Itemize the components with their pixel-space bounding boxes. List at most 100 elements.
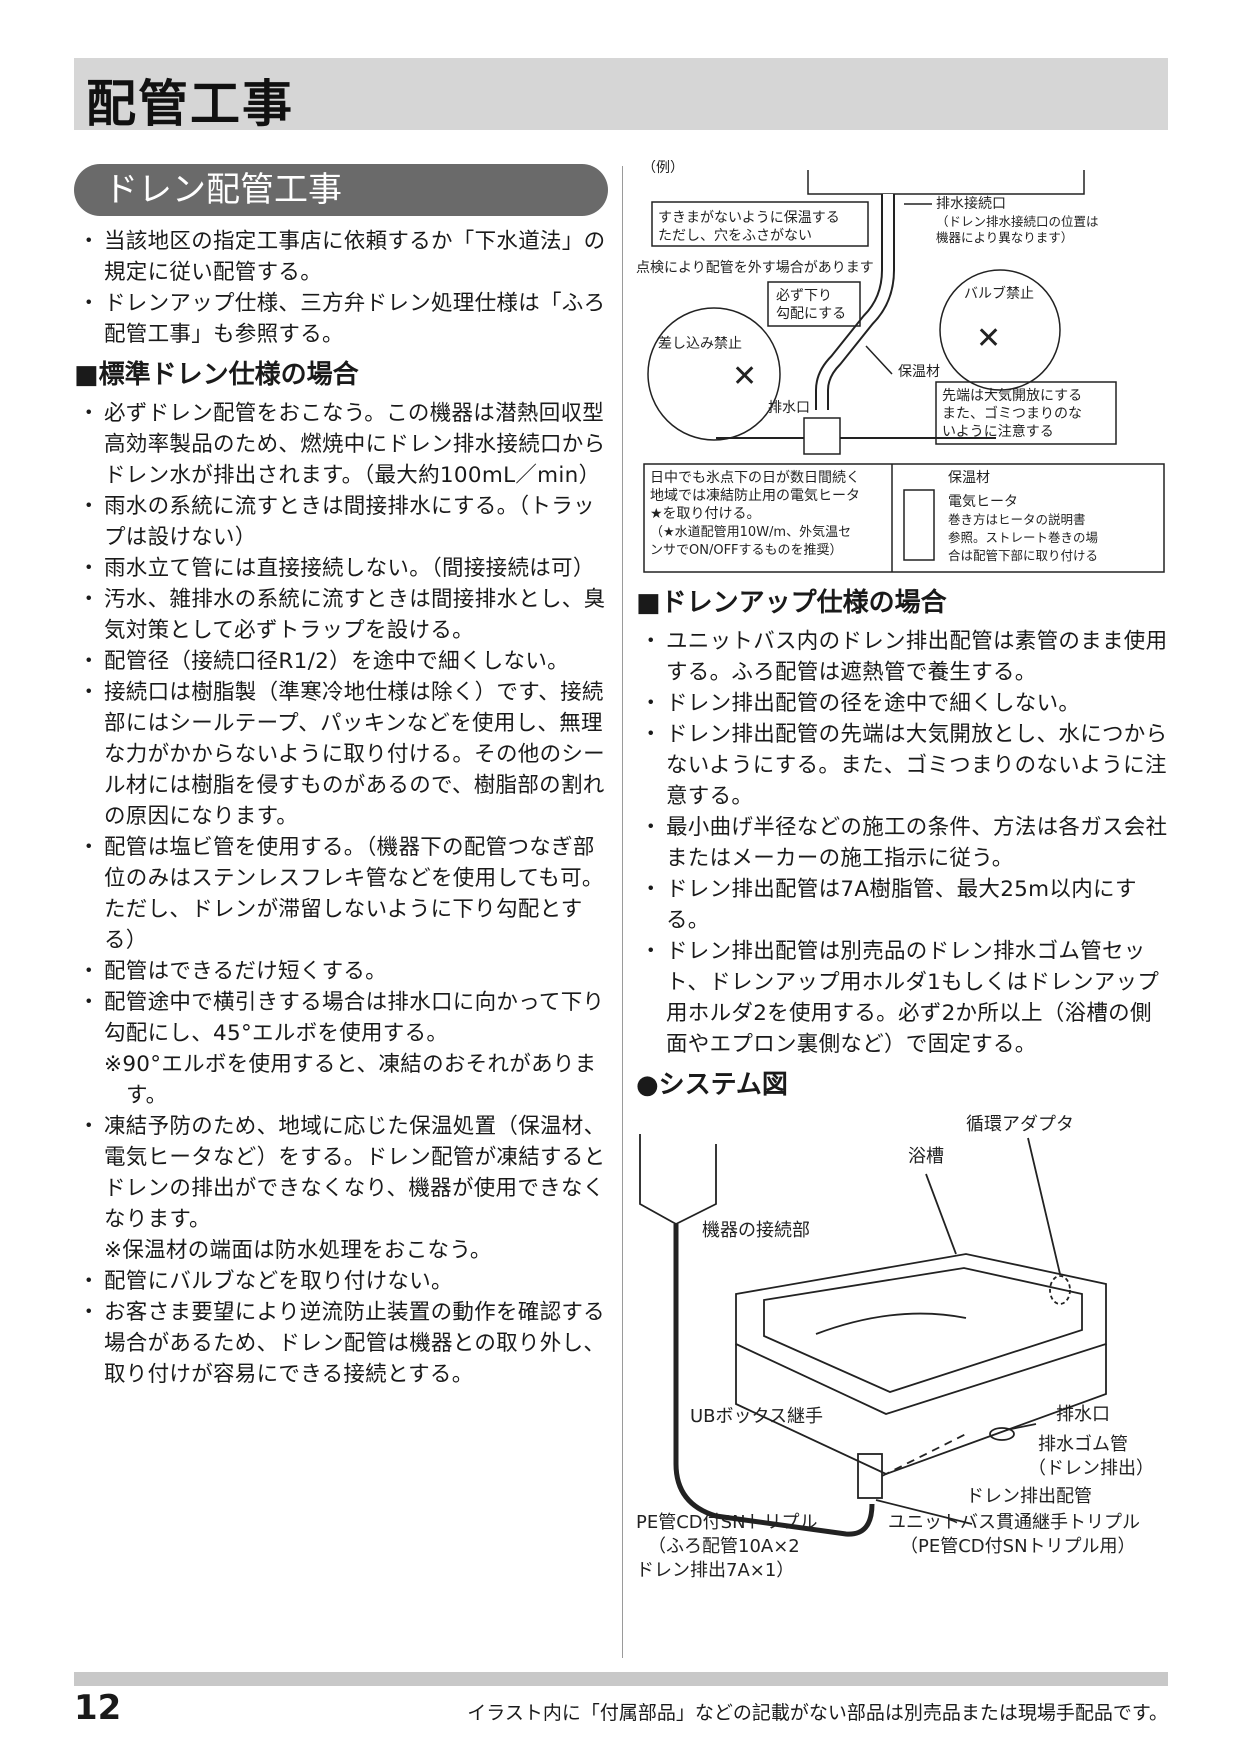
drain-route bbox=[881, 1433, 967, 1477]
drain-up-list: ユニットバス内のドレン排出配管は素管のまま使用する。ふろ配管は遮熱管で養生する。… bbox=[636, 626, 1170, 1060]
outlet-label: 排水口 bbox=[1056, 1404, 1110, 1425]
hi-wrap-1: 巻き方はヒータの説明書 bbox=[948, 512, 1086, 527]
column-divider bbox=[622, 166, 623, 1658]
list-item: 汚水、雑排水の系統に流すときは間接排水とし、臭気対策として必ずトラップを設ける。 bbox=[74, 584, 608, 646]
system-diagram: 循環アダプタ 浴槽 機器の接続部 UBボックス継手 排水口 排水ゴム管 （ドレン… bbox=[636, 1104, 1170, 1608]
rubber-label-1: 排水ゴム管 bbox=[1038, 1434, 1128, 1455]
section-title: ドレン配管工事 bbox=[74, 164, 608, 216]
open-callout bbox=[935, 381, 1117, 445]
circ-adapter-label: 循環アダプタ bbox=[966, 1114, 1074, 1135]
cross-icon: ✕ bbox=[732, 359, 757, 394]
drain-pipe-label: ドレン排出配管 bbox=[966, 1486, 1092, 1507]
list-item: 凍結予防のため、地域に応じた保温処置（保温材、電気ヒータなど）をする。ドレン配管… bbox=[74, 1111, 608, 1266]
list-item: 雨水立て管には直接接続しない。（間接接続は可） bbox=[74, 553, 608, 584]
ub-joint bbox=[857, 1453, 883, 1499]
page-number: 12 bbox=[74, 1688, 122, 1728]
page-title: 配管工事 bbox=[86, 75, 294, 133]
unit-label-2: （PE管CD付SNトリプル用） bbox=[900, 1536, 1136, 1557]
list-item: 配管はできるだけ短くする。 bbox=[74, 956, 608, 987]
list-item: 配管は塩ビ管を使用する。（機器下の配管つなぎ部位のみはステンレスフレキ管などを使… bbox=[74, 832, 608, 956]
outlet-label: 排水口 bbox=[768, 400, 810, 416]
circ-adapter-mark bbox=[1049, 1275, 1071, 1305]
list-item: 必ずドレン配管をおこなう。この機器は潜熱回収型高効率製品のため、燃焼中にドレン排… bbox=[74, 398, 608, 491]
heater-callout bbox=[643, 463, 1165, 573]
leader-line bbox=[875, 1499, 973, 1525]
pe-label-2: （ふろ配管10A×2 bbox=[648, 1536, 800, 1557]
left-column: ドレン配管工事 当該地区の指定工事店に依頼するか「下水道法」の規定に従い配管する… bbox=[74, 164, 608, 1390]
list-item: 雨水の系統に流すときは間接排水にする。（トラップは設けない） bbox=[74, 491, 608, 553]
slope-1: 必ず下り bbox=[776, 288, 832, 304]
list-item: 配管にバルブなどを取り付けない。 bbox=[74, 1266, 608, 1297]
insert-ban: 差し込み禁止 bbox=[658, 336, 742, 352]
standard-heading: ■標準ドレン仕様の場合 bbox=[74, 360, 359, 390]
title-band: 配管工事 bbox=[74, 58, 1168, 133]
list-item: 配管途中で横引きする場合は排水口に向かって下り勾配にし、45°エルボを使用する。… bbox=[74, 987, 608, 1111]
list-item: 最小曲げ半径などの施工の条件、方法は各ガス会社またはメーカーの施工指示に従う。 bbox=[636, 812, 1170, 874]
heater-note-3: ★を取り付ける。 bbox=[650, 506, 761, 522]
hi-wrap-2: 参照。ストレート巻きの場 bbox=[948, 530, 1098, 545]
list-item: ドレンアップ仕様、三方弁ドレン処理仕様は「ふろ配管工事」も参照する。 bbox=[74, 288, 608, 350]
list-item: ドレン排出配管は別売品のドレン排水ゴム管セット、ドレンアップ用ホルダ1もしくはド… bbox=[636, 936, 1170, 1060]
insulate-note-2: ただし、穴をふさがない bbox=[658, 228, 812, 244]
list-item: 接続口は樹脂製（準寒冷地仕様は除く）です、接続部にはシールテープ、パッキンなどを… bbox=[74, 677, 608, 832]
outlet-ring bbox=[989, 1427, 1015, 1441]
device-outline bbox=[807, 170, 1085, 195]
open-note-2: また、ゴミつまりのな bbox=[942, 405, 1082, 422]
right-column: （例） すきまがないように保温する ただし、穴をふさがない 点検により配管を外す… bbox=[636, 160, 1170, 1608]
leader-line bbox=[1005, 1423, 1037, 1431]
example-label: （例） bbox=[642, 160, 684, 176]
bathtub-rim bbox=[735, 1253, 1107, 1415]
freeze-note: ※保温材の端面は防水処理をおこなう。 bbox=[104, 1238, 492, 1263]
drain-conn: 排水接続口 bbox=[936, 195, 1006, 212]
leader-line bbox=[1027, 1137, 1061, 1275]
freeze-item-text: 凍結予防のため、地域に応じた保温処置（保温材、電気ヒータなど）をする。ドレン配管… bbox=[104, 1114, 606, 1232]
open-note-3: いように注意する bbox=[942, 423, 1054, 440]
leader-line bbox=[925, 1173, 957, 1255]
system-heading: ●システム図 bbox=[636, 1070, 788, 1100]
insulate-callout bbox=[651, 201, 869, 247]
bathtub-inner bbox=[763, 1267, 1083, 1393]
open-note-1: 先端は大気開放にする bbox=[942, 388, 1082, 404]
slope-item-text: 配管途中で横引きする場合は排水口に向かって下り勾配にし、45°エルボを使用する。 bbox=[104, 990, 605, 1046]
list-item: ユニットバス内のドレン排出配管は素管のまま使用する。ふろ配管は遮熱管で養生する。 bbox=[636, 626, 1170, 688]
valve-ban-circle bbox=[939, 269, 1061, 391]
pe-label-3: ドレン排出7A×1） bbox=[636, 1560, 794, 1581]
list-item: ドレン排出配管の先端は大気開放とし、水につからないようにする。また、ゴミつまりの… bbox=[636, 719, 1170, 812]
footer-note: イラスト内に「付属部品」などの記載がない部品は別売品または現場手配品です。 bbox=[467, 1702, 1168, 1724]
pe-tubing bbox=[673, 1224, 875, 1537]
cross-icon: ✕ bbox=[976, 321, 1001, 356]
example-diagram: （例） すきまがないように保温する ただし、穴をふさがない 点検により配管を外す… bbox=[636, 160, 1170, 584]
heater-note-1: 日中でも氷点下の日が数日間続く bbox=[650, 469, 860, 486]
list-item: 配管径（接続口径R1/2）を途中で細くしない。 bbox=[74, 646, 608, 677]
bathtub-curve bbox=[815, 1312, 967, 1335]
heater-pipe bbox=[903, 489, 935, 561]
bathtub-label: 浴槽 bbox=[908, 1146, 944, 1167]
device-block bbox=[639, 1134, 717, 1226]
valve-ban: バルブ禁止 bbox=[964, 285, 1034, 302]
drain-pipe-inner bbox=[817, 194, 893, 410]
insulation-label: 保温材 bbox=[898, 364, 940, 380]
insert-ban-circle bbox=[647, 307, 781, 441]
heater-note-2: 地域では凍結防止用の電気ヒータ bbox=[650, 488, 860, 504]
list-item: 当該地区の指定工事店に依頼するか「下水道法」の規定に従い配管する。 bbox=[74, 226, 608, 288]
hi-heater: 電気ヒータ bbox=[948, 494, 1018, 510]
pe-label-1: PE管CD付SNトリプル bbox=[636, 1512, 818, 1533]
drain-conn-note-2: 機器により異なります） bbox=[936, 230, 1073, 245]
ub-joint-label: UBボックス継手 bbox=[690, 1406, 823, 1427]
list-item: お客さま要望により逆流防止装置の動作を確認する場合があるため、ドレン配管は機器と… bbox=[74, 1297, 608, 1390]
insulate-note-1: すきまがないように保温する bbox=[658, 210, 840, 226]
intro-list: 当該地区の指定工事店に依頼するか「下水道法」の規定に従い配管する。 ドレンアップ… bbox=[74, 226, 608, 350]
slope-callout bbox=[767, 281, 861, 327]
outlet-box bbox=[803, 417, 841, 455]
slope-note: ※90°エルボを使用すると、凍結のおそれがあります。 bbox=[104, 1052, 597, 1108]
hi-wrap-3: 合は配管下部に取り付ける bbox=[948, 548, 1098, 563]
heater-note-5: ンサでON/OFFするものを推奨） bbox=[650, 543, 843, 558]
drain-conn-note-1: （ドレン排水接続口の位置は bbox=[936, 214, 1099, 229]
unit-label-1: ユニットバス貫通継手トリプル bbox=[888, 1512, 1140, 1533]
hi-insulation: 保温材 bbox=[948, 470, 990, 486]
slope-2: 勾配にする bbox=[776, 306, 846, 322]
system-diagram-svg: 循環アダプタ 浴槽 機器の接続部 UBボックス継手 排水口 排水ゴム管 （ドレン… bbox=[636, 1114, 1154, 1581]
example-diagram-svg: （例） すきまがないように保温する ただし、穴をふさがない 点検により配管を外す… bbox=[636, 160, 1165, 573]
insulation-leader bbox=[865, 345, 893, 375]
inspect-note: 点検により配管を外す場合があります bbox=[636, 260, 874, 276]
